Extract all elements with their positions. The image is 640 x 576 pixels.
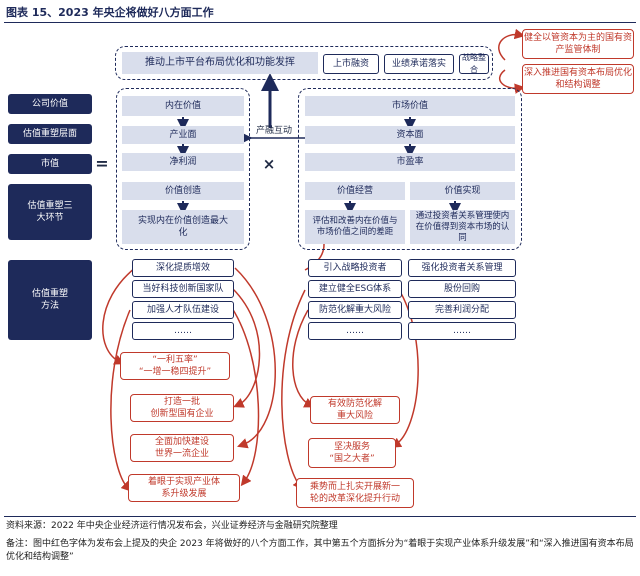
inner-value-item-2: 净利润 [122, 153, 244, 171]
inner-value-item-3: 价值创造 [122, 182, 244, 200]
footer-note: 备注：图中红色字体为发布会上提及的央企 2023 年将做好的八个方面工作，其中第… [6, 539, 634, 562]
title-rule [4, 22, 636, 23]
method-right-4a: …… [308, 322, 402, 340]
inner-value-item-4: 实现内在价值创造最大化 [122, 210, 244, 244]
red-task-4: 着眼于实现产业体 系升级发展 [128, 474, 240, 502]
red-arrow-7 [390, 287, 419, 448]
method-left-2: 当好科技创新国家队 [132, 280, 234, 298]
method-right-2b: 股份回购 [408, 280, 516, 298]
method-right-3b: 完善利润分配 [408, 301, 516, 319]
red-note-2: 深入推进国有资本布局优化和结构调整 [522, 64, 634, 94]
method-right-2a: 建立健全ESG体系 [308, 280, 402, 298]
footer-source: 资料来源：2022 年中央企业经济运行情况发布会，兴业证券经济与金融研究院整理 [6, 521, 338, 531]
method-right-1a: 引入战略投资者 [308, 259, 402, 277]
value-operation-title: 价值经营 [305, 182, 405, 200]
red-task-3: 全面加快建设 世界一流企业 [130, 434, 234, 462]
market-value-item-2: 市盈率 [305, 153, 515, 171]
market-value-title: 市场价值 [305, 96, 515, 116]
footer-rule [4, 516, 636, 517]
top-bar-container [115, 46, 493, 80]
market-value-container [298, 88, 522, 250]
method-left-4: …… [132, 322, 234, 340]
equals-sign: = [95, 154, 109, 173]
method-left-1: 深化提质增效 [132, 259, 234, 277]
inner-value-title: 内在价值 [122, 96, 244, 116]
top-bar-item-3: 战略整合 [459, 53, 489, 74]
method-right-4b: …… [408, 322, 516, 340]
value-realization-desc: 通过投资者关系管理使内在价值得到资本市场的认同 [410, 210, 515, 244]
red-arrow-11 [499, 69, 526, 94]
label-valuation-layer: 估值重塑层面 [8, 124, 92, 144]
market-value-item-1: 资本面 [305, 126, 515, 144]
label-methods: 估值重塑方法 [8, 260, 92, 340]
interaction-label: 产融互动 [255, 126, 292, 136]
method-left-3: 加强人才队伍建设 [132, 301, 234, 319]
label-three-links: 估值重塑三大环节 [8, 184, 92, 240]
red-arrow-3 [234, 267, 276, 449]
red-task-5: 有效防范化解 重大风险 [310, 396, 400, 424]
figure-title: 图表 15、2023 年央企将做好八方面工作 [6, 6, 214, 19]
value-operation-desc: 评估和改善内在价值与市场价值之间的差距 [305, 210, 405, 244]
top-bar-item-1: 上市融资 [323, 54, 379, 74]
method-right-1b: 强化投资者关系管理 [408, 259, 516, 277]
red-arrow-8 [281, 289, 306, 491]
red-arrow-10 [498, 28, 526, 61]
red-task-2: 打造一批 创新型国有企业 [130, 394, 234, 422]
times-sign: × [262, 155, 276, 173]
red-arrow-4 [231, 307, 260, 487]
red-task-7: 乘势而上扎实开展新一 轮的改革深化提升行动 [296, 478, 414, 508]
red-task-1: “一利五率” “一增一稳四提升” [120, 352, 230, 380]
label-company-value: 公司价值 [8, 94, 92, 114]
red-arrow-5 [110, 309, 132, 492]
red-arrow-1 [102, 267, 136, 365]
red-task-6: 坚决服务 “国之大者” [308, 438, 396, 468]
inner-value-container [116, 88, 250, 250]
red-arrow-2 [231, 287, 261, 408]
inner-value-item-1: 产业面 [122, 126, 244, 144]
label-market-cap: 市值 [8, 154, 92, 174]
top-bar-main: 推动上市平台布局优化和功能发挥 [122, 52, 318, 74]
top-bar-item-2: 业绩承诺落实 [384, 54, 454, 74]
value-realization-title: 价值实现 [410, 182, 515, 200]
method-right-3a: 防范化解重大风险 [308, 301, 402, 319]
red-arrow-6 [292, 309, 315, 408]
red-note-1: 健全以管资本为主的国有资产监管体制 [522, 29, 634, 59]
